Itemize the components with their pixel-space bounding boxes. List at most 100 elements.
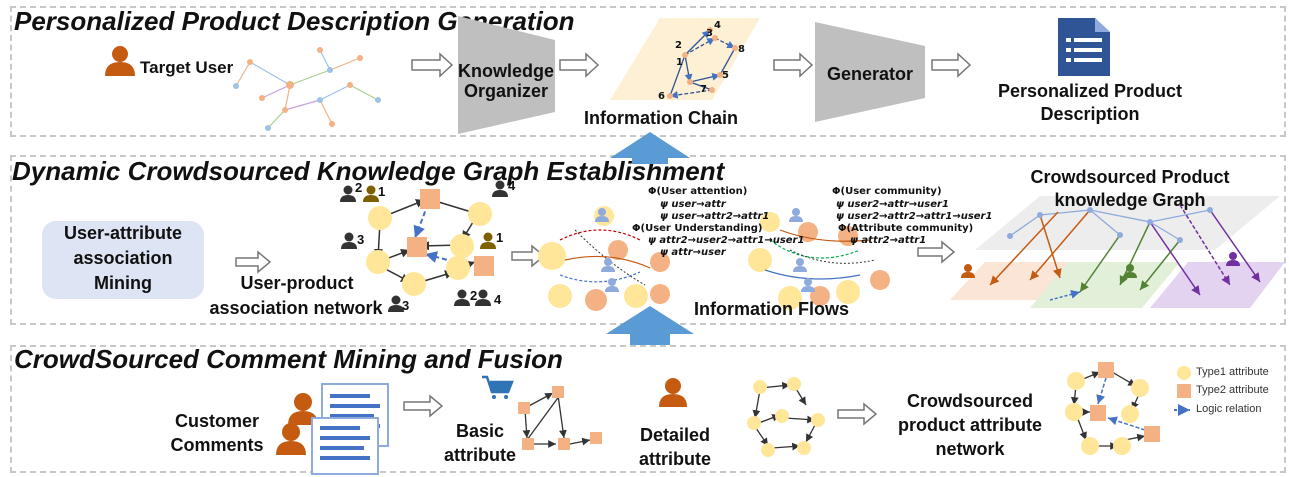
blue-up-arrow-2 bbox=[606, 306, 694, 345]
target-user-graph bbox=[233, 47, 381, 131]
network-user-icons bbox=[340, 180, 508, 312]
chain-node-5: 5 bbox=[722, 70, 729, 81]
legend-type2-label: Type2 attribute bbox=[1196, 384, 1269, 396]
knowledge-organizer-label-1: Knowledge bbox=[458, 61, 555, 81]
hollow-arrow-3 bbox=[773, 52, 814, 78]
information-flows-label: Information Flows bbox=[694, 299, 849, 319]
formula-phi-understanding: Φ(User Understanding) bbox=[632, 223, 763, 234]
chain-node-3: 3 bbox=[706, 28, 713, 39]
chain-node-7: 7 bbox=[700, 84, 707, 95]
generator-label: Generator bbox=[826, 64, 914, 84]
chain-node-2: 2 bbox=[675, 40, 682, 51]
legend-type2-swatch bbox=[1177, 384, 1191, 398]
information-chain-graph bbox=[669, 29, 736, 99]
detailed-attribute-graph bbox=[747, 377, 825, 457]
detailed-label-1: Detailed bbox=[639, 425, 711, 445]
user-icon-c bbox=[492, 180, 508, 197]
user-count-1: 2 bbox=[355, 180, 363, 195]
hollow-arrow-7 bbox=[917, 240, 956, 264]
hollow-arrow-6 bbox=[511, 244, 546, 268]
crowd-graph-label-2: knowledge Graph bbox=[1054, 190, 1206, 210]
crowdsourced-knowledge-graph bbox=[950, 196, 1285, 308]
user-icon-e bbox=[480, 232, 496, 249]
blue-up-arrow-1-stem bbox=[632, 158, 668, 164]
hollow-arrow-9 bbox=[837, 402, 878, 426]
mining-label-2: association bbox=[73, 248, 173, 268]
formula-psi-7: ψ attr2→attr1 bbox=[850, 235, 927, 246]
basic-label-1: Basic bbox=[455, 421, 505, 441]
user-count-3: 4 bbox=[508, 178, 516, 193]
user-icon-a bbox=[340, 185, 356, 202]
attribute-network-label-3: network bbox=[935, 439, 1005, 459]
user-icon-b bbox=[363, 185, 379, 202]
information-flow-right bbox=[748, 208, 890, 310]
chain-node-1: 1 bbox=[676, 57, 683, 68]
legend-type1-label: Type1 attribute bbox=[1196, 366, 1269, 378]
customer-label-1: Customer bbox=[174, 411, 259, 431]
knowledge-organizer-label-2: Organizer bbox=[463, 81, 549, 101]
detailed-user-icon bbox=[659, 378, 687, 407]
formula-phi-attr-community: Φ(Attribute community) bbox=[838, 223, 974, 234]
output-label-2: Description bbox=[1040, 104, 1140, 124]
hollow-arrow-1 bbox=[411, 52, 454, 78]
information-chain-label: Information Chain bbox=[584, 108, 738, 128]
network-label-2: association network bbox=[209, 298, 383, 318]
formula-psi-5: ψ user2→attr→user1 bbox=[836, 199, 949, 210]
user-icon-d bbox=[341, 232, 357, 249]
attribute-network-label-1: Crowdsourced bbox=[906, 391, 1034, 411]
hollow-arrow-5 bbox=[235, 250, 272, 274]
legend-type1-swatch bbox=[1177, 366, 1191, 380]
formula-psi-1: ψ user→attr bbox=[660, 199, 726, 210]
chain-node-4: 4 bbox=[714, 20, 721, 31]
user-product-network bbox=[366, 189, 494, 296]
legend-logic-label: Logic relation bbox=[1196, 403, 1262, 415]
formula-phi-attention: Φ(User attention) bbox=[648, 186, 748, 197]
user-count-5: 1 bbox=[496, 230, 504, 245]
detailed-label-2: attribute bbox=[639, 449, 711, 469]
information-chain-plane bbox=[610, 18, 760, 100]
customer-user-icons bbox=[276, 393, 318, 455]
crowd-graph-label-1: Crowdsourced Product bbox=[1030, 167, 1230, 187]
network-label-1: User-product bbox=[240, 273, 354, 293]
user-icon-g bbox=[475, 289, 491, 306]
document-icon bbox=[1058, 18, 1110, 76]
graph-user-icon-orange bbox=[961, 264, 975, 278]
hollow-arrow-2 bbox=[559, 52, 600, 78]
user-count-6: 2 bbox=[470, 288, 478, 303]
knowledge-organizer-shape bbox=[458, 16, 555, 134]
mining-box bbox=[42, 221, 204, 299]
formula-phi-community: Φ(User community) bbox=[832, 186, 942, 197]
middle-section-title: Dynamic Crowdsourced Knowledge Graph Est… bbox=[12, 156, 725, 186]
information-flow-left bbox=[538, 206, 670, 311]
target-user-icon bbox=[105, 46, 135, 76]
formula-psi-6: ψ user2→attr2→attr1→user1 bbox=[836, 211, 993, 222]
mining-label-3: Mining bbox=[94, 273, 152, 293]
output-label-1: Personalized Product bbox=[997, 81, 1183, 101]
mining-label-1: User-attribute bbox=[63, 223, 183, 243]
formula-psi-3: ψ attr2→user2→attr1→user1 bbox=[648, 235, 805, 246]
target-user-label: Target User bbox=[140, 58, 234, 77]
user-count-7: 4 bbox=[494, 292, 502, 307]
attribute-network-label-2: product attribute bbox=[898, 415, 1042, 435]
user-icon-f bbox=[454, 289, 470, 306]
hollow-arrow-4 bbox=[931, 52, 972, 78]
formula-psi-4: ψ attr→user bbox=[660, 247, 726, 258]
customer-label-2: Comments bbox=[170, 435, 264, 455]
chain-node-8: 8 bbox=[738, 44, 745, 55]
user-icon-h bbox=[388, 295, 404, 312]
shopping-cart-icon bbox=[482, 375, 514, 399]
chain-node-6: 6 bbox=[658, 91, 665, 102]
formula-psi-2: ψ user→attr2→attr1 bbox=[660, 211, 770, 222]
basic-attribute-graph bbox=[518, 386, 602, 450]
generator-shape bbox=[815, 22, 925, 122]
blue-up-arrow-1 bbox=[610, 132, 690, 162]
bottom-section-panel bbox=[10, 345, 1286, 473]
basic-label-2: attribute bbox=[444, 445, 516, 465]
product-attribute-network bbox=[1065, 362, 1160, 455]
information-chain-nodes bbox=[667, 27, 738, 99]
user-count-8: 3 bbox=[402, 298, 410, 313]
user-count-2: 1 bbox=[378, 184, 386, 199]
graph-user-icon-green bbox=[1123, 264, 1137, 278]
hollow-arrow-8 bbox=[403, 394, 444, 418]
